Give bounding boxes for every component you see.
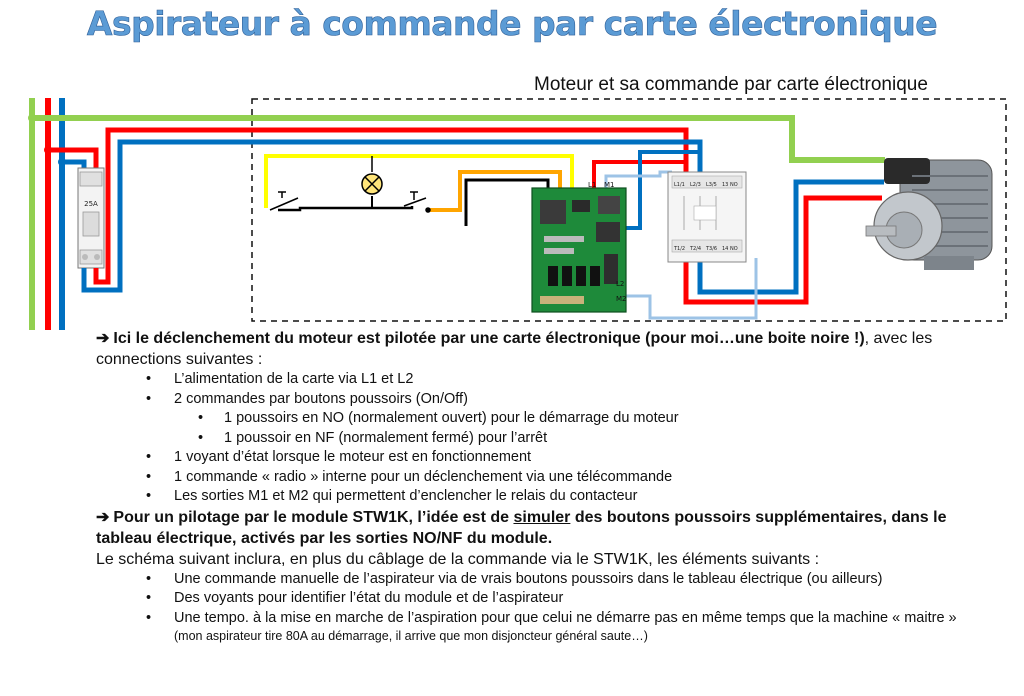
list-item: 1 poussoirs en NO (normalement ouvert) p…	[96, 409, 1006, 429]
contactor	[667, 171, 747, 263]
circuit-breaker: 25A	[77, 167, 105, 269]
contactor-label-l3: L3/5	[706, 182, 717, 188]
description-text: ➔Ici le déclenchement du moteur est pilo…	[96, 328, 1006, 645]
breaker-rating-label: 25A	[84, 200, 98, 208]
stop-pushbutton	[269, 191, 299, 211]
note-text: (mon aspirateur tire 80A au démarrage, i…	[174, 629, 648, 643]
stw1k-text-a: Pour un pilotage par le module STW1K, l’…	[113, 508, 514, 526]
page-title: Aspirateur à commande par carte électron…	[86, 4, 938, 44]
motor-red-wire	[683, 195, 882, 305]
m1-wire	[604, 170, 672, 188]
board-terminal-m1: M1	[604, 181, 615, 189]
red-feed-wire	[48, 147, 99, 172]
intro-rest-text: , avec les connections suivantes :	[96, 330, 933, 368]
dashed-boundary	[251, 98, 1007, 322]
yellow-wire	[264, 154, 574, 208]
arrow-right-icon: ➔	[96, 330, 110, 347]
list-item: L’alimentation de la carte via L1 et L2	[96, 370, 1006, 390]
board-terminal-l1: L1	[588, 181, 596, 189]
contactor-label-t1: T1/2	[673, 246, 685, 252]
blue-main-wire	[81, 139, 703, 293]
list-item: Une commande manuelle de l’aspirateur vi…	[96, 570, 1006, 590]
board-blue-wire	[626, 150, 700, 230]
contactor-label-t3: T3/6	[705, 246, 717, 252]
board-red-wire	[592, 160, 686, 188]
green-wire	[32, 115, 885, 163]
arrow-right-icon: ➔	[96, 508, 110, 526]
orange-wire	[430, 170, 562, 212]
contactor-label-14no: 14 NO	[722, 246, 738, 252]
list-item: 1 voyant d’état lorsque le moteur est en…	[96, 448, 1006, 468]
board-terminal-m2: M2	[616, 295, 627, 303]
intro-strong-text: Ici le déclenchement du moteur est pilot…	[113, 330, 865, 347]
intro-paragraph: ➔Ici le déclenchement du moteur est pilo…	[96, 328, 1006, 370]
list-item: 1 commande « radio » interne pour un déc…	[96, 468, 1006, 488]
contactor-label-l1: L1/1	[674, 182, 685, 188]
list-item: Une tempo. à la mise en marche de l’aspi…	[96, 609, 1006, 629]
black-wire-2	[464, 178, 550, 226]
list-item: 2 commandes par boutons poussoirs (On/Of…	[96, 390, 1006, 410]
black-wire	[278, 206, 414, 212]
wiring-diagram: 25A	[28, 98, 1007, 330]
schema-paragraph: Le schéma suivant inclura, en plus du câ…	[96, 550, 820, 568]
start-pushbutton	[403, 191, 431, 213]
contactor-label-l2: L2/3	[690, 182, 701, 188]
list-item: 1 poussoir en NF (normalement fermé) pou…	[96, 429, 1006, 449]
board-terminal-l2: L2	[616, 280, 624, 288]
stw1k-text-b: des boutons poussoirs supplémentaires, d…	[96, 508, 947, 547]
red-main-wire	[93, 127, 689, 285]
list-item: Les sorties M1 et M2 qui permettent d’en…	[96, 487, 1006, 507]
contactor-label-t2: T2/4	[689, 246, 701, 252]
electronic-board	[531, 187, 627, 313]
contactor-label-13no: 13 NO	[722, 182, 738, 188]
connections-list: L’alimentation de la carte via L1 et L2 …	[96, 370, 1006, 507]
indicator-lamp	[361, 173, 383, 195]
motor-blue-wire	[697, 179, 884, 295]
stw1k-underlined: simuler	[513, 508, 571, 526]
elements-list: Une commande manuelle de l’aspirateur vi…	[96, 570, 1006, 629]
motor-image	[865, 158, 993, 270]
list-item: Des voyants pour identifier l’état du mo…	[96, 589, 1006, 609]
stw1k-paragraph: ➔Pour un pilotage par le module STW1K, l…	[96, 507, 1006, 549]
m2-wire	[626, 258, 758, 320]
dashed-box-label: Moteur et sa commande par carte électron…	[530, 74, 932, 96]
